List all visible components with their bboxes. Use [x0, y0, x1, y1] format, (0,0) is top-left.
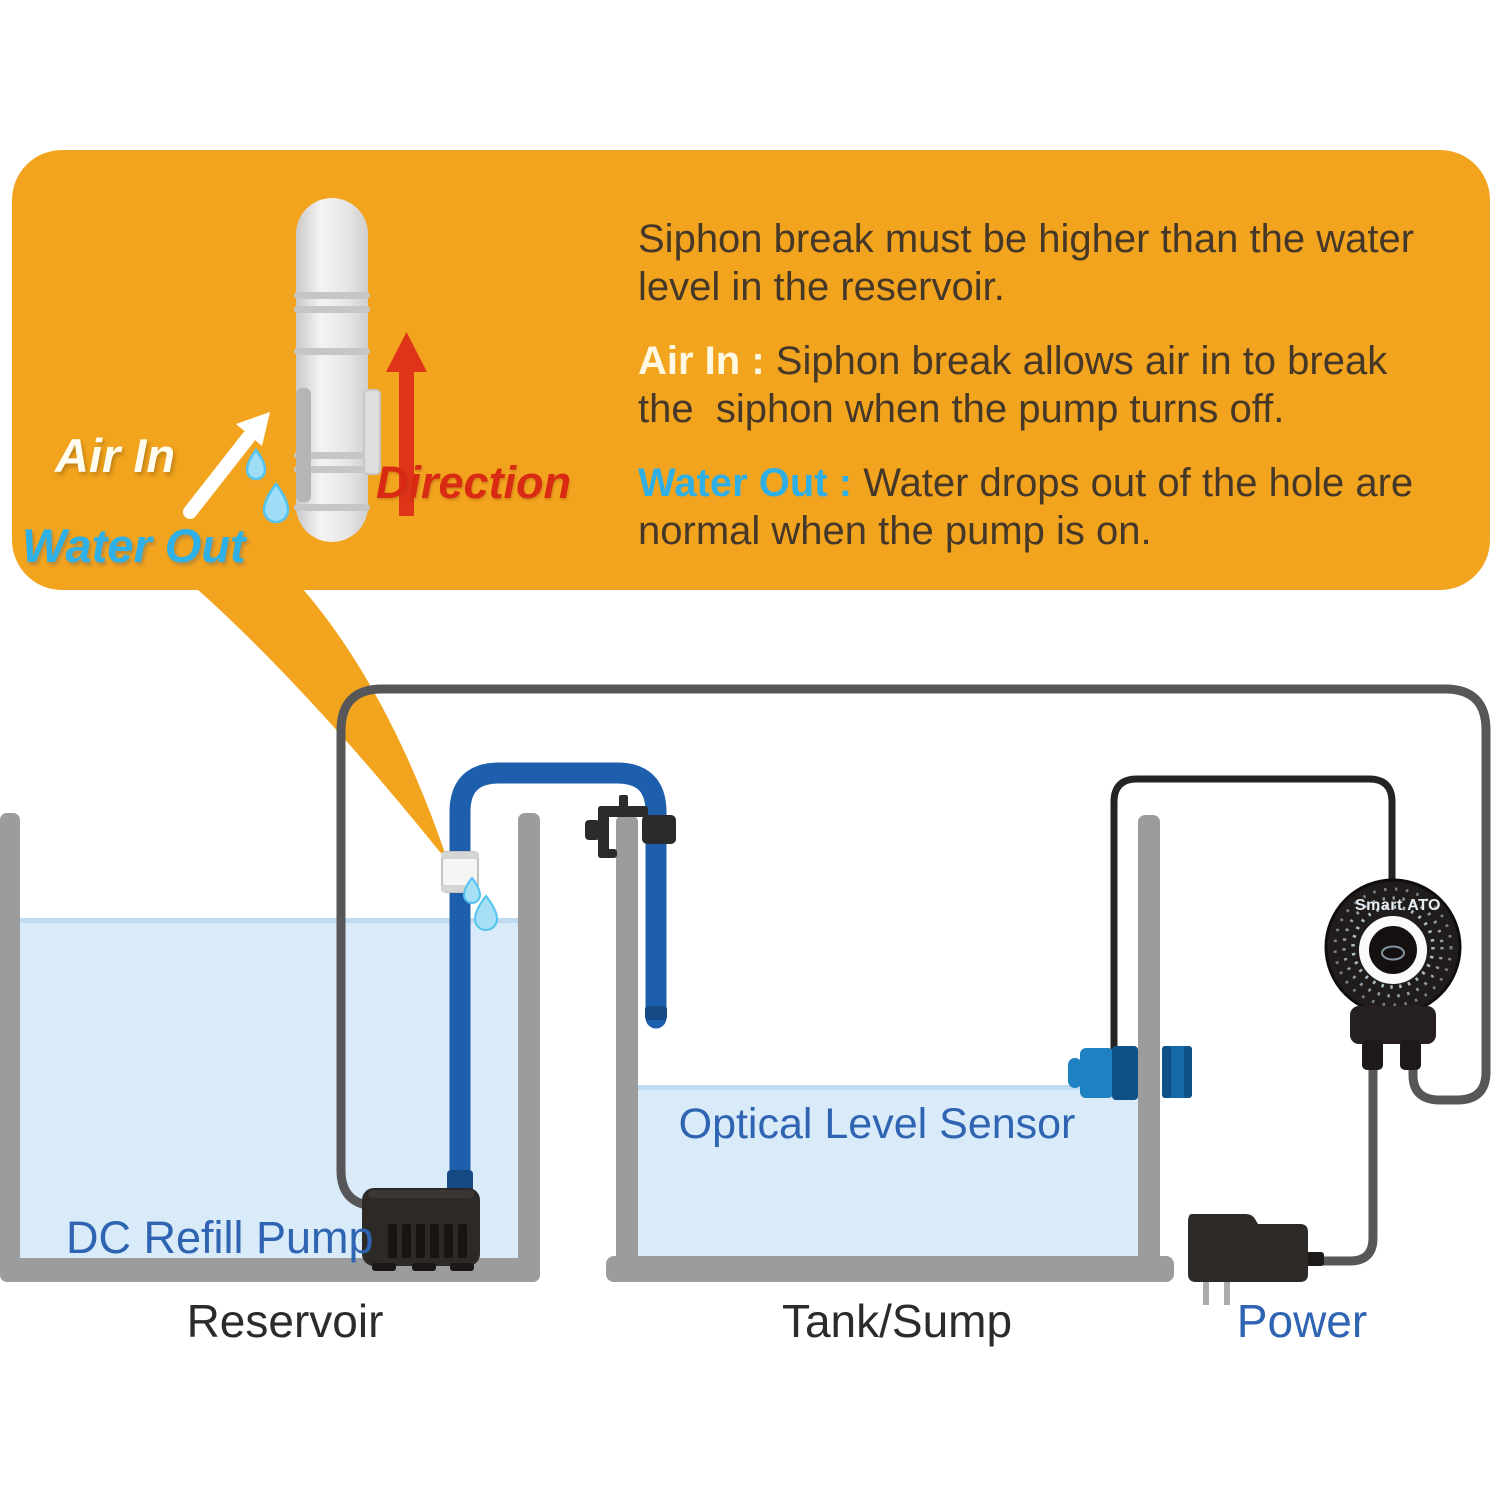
water-out-body: Water drops out of the hole are normal w…: [638, 461, 1425, 553]
optical-level-sensor: [1068, 1046, 1192, 1100]
dc-refill-pump: [362, 1188, 480, 1271]
callout-box: [12, 150, 1490, 590]
tank-sump-label: Tank/Sump: [781, 1295, 1013, 1347]
adapter-cable: [1301, 1050, 1378, 1266]
air-in-body: Siphon break allows air in to break the …: [638, 339, 1399, 431]
air-in-device-label: Air In: [55, 429, 176, 482]
water-out-device-label: Water Out: [22, 519, 246, 572]
air-in-lead: Air In :: [638, 339, 776, 383]
smart-ato-label: Smart ATO: [1355, 897, 1441, 914]
direction-arrow-icon: [386, 332, 427, 516]
water-out-lead: Water Out :: [638, 461, 864, 505]
callout-water-out-paragraph: Water Out : Water drops out of the hole …: [638, 459, 1460, 555]
air-in-arrow-icon: [183, 412, 270, 519]
reservoir-label: Reservoir: [186, 1295, 384, 1347]
siphon-drops-icon: [462, 876, 499, 931]
power-label: Power: [1236, 1295, 1368, 1347]
pump-power-cable: [336, 684, 1491, 1211]
brand-logo: [1381, 945, 1405, 961]
power-adapter: [1188, 1214, 1324, 1305]
callout-air-in-paragraph: Air In : Siphon break allows air in to b…: [638, 337, 1448, 433]
dc-refill-pump-label: DC Refill Pump: [66, 1212, 374, 1263]
optical-level-sensor-label: Optical Level Sensor: [678, 1100, 1076, 1148]
tank-sump: [606, 815, 1174, 1282]
water-drops-icon: [245, 447, 290, 524]
sensor-cable: [1110, 775, 1396, 1054]
smart-ato-controller: [1324, 878, 1462, 1070]
siphon-break-device: [294, 198, 381, 542]
callout-tail: [196, 588, 448, 862]
callout-intro-text: Siphon break must be higher than the wat…: [638, 217, 1426, 309]
direction-label: Direction: [376, 457, 572, 508]
tube-clamp: [585, 795, 676, 858]
